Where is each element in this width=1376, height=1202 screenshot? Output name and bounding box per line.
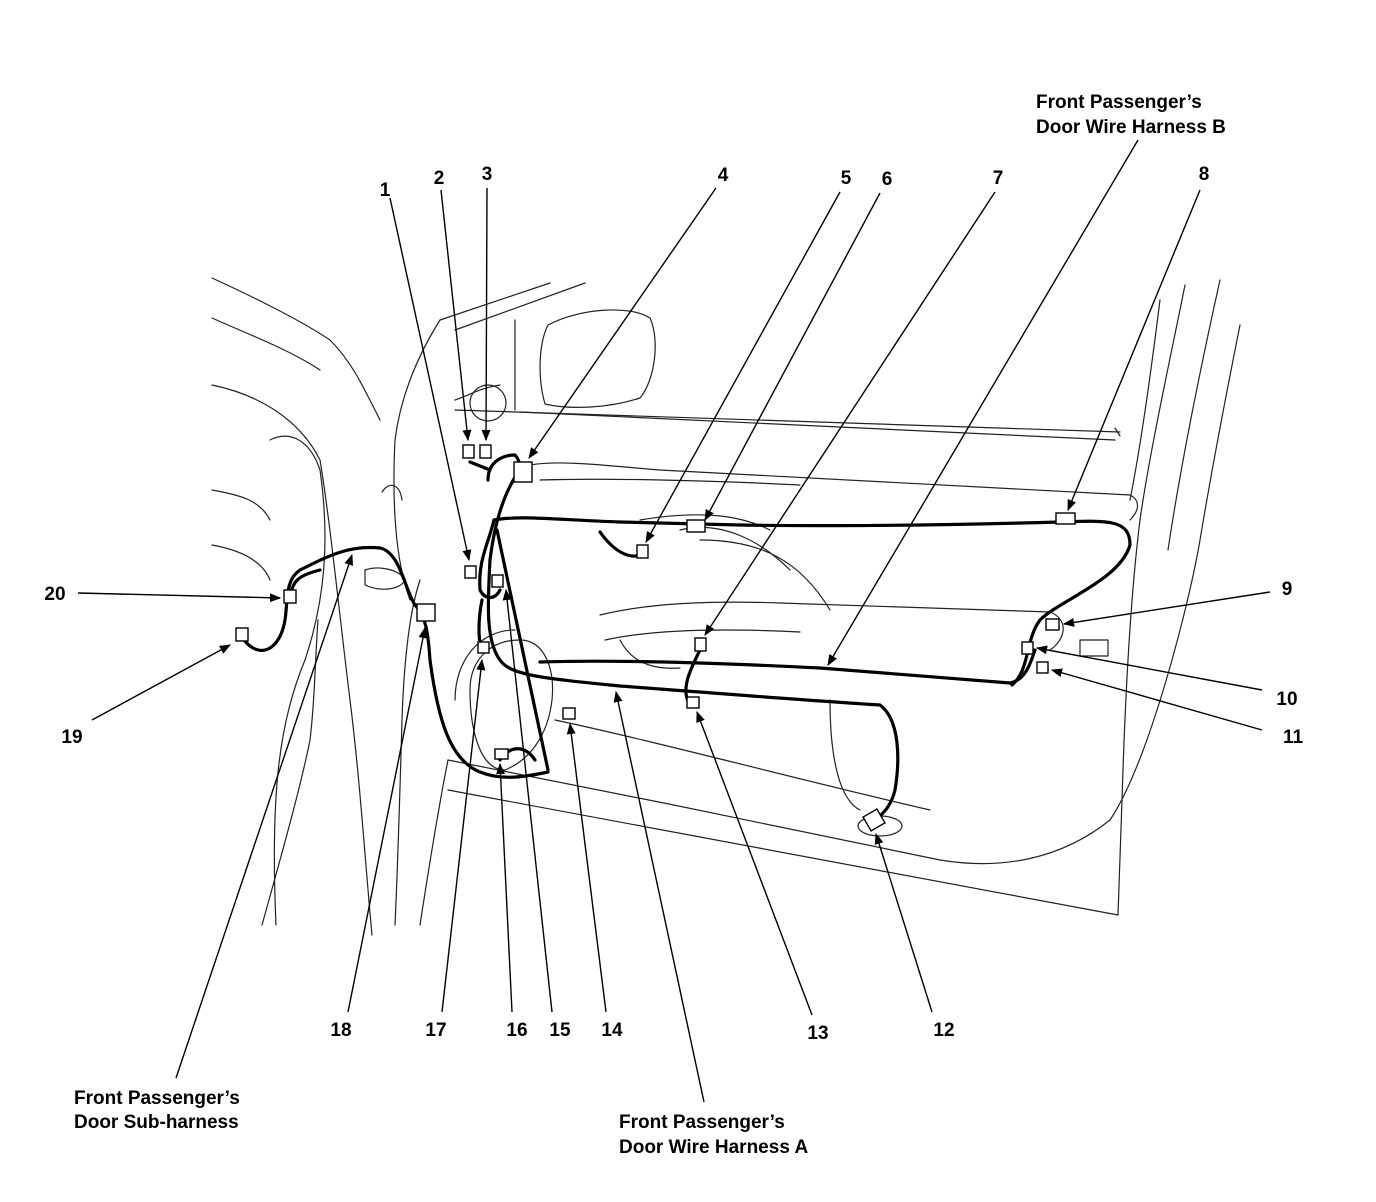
callout-17: 17 xyxy=(425,1020,446,1041)
connector-3 xyxy=(479,444,492,459)
callout-11: 11 xyxy=(1283,727,1304,748)
leader-20 xyxy=(77,592,282,603)
callout-6: 6 xyxy=(882,169,893,190)
leader-15 xyxy=(502,588,553,1013)
callout-9: 9 xyxy=(1282,579,1293,600)
leader-7 xyxy=(704,191,996,636)
connector-12 xyxy=(862,808,886,832)
callout-20: 20 xyxy=(44,584,65,605)
connector-4 xyxy=(513,461,533,483)
leader-4 xyxy=(528,187,717,459)
leader-12 xyxy=(874,832,933,1013)
leader-11 xyxy=(1050,668,1263,731)
sub-harness-label-line1: Front Passenger’s xyxy=(74,1088,240,1109)
harness-labels: Front Passenger’s Door Wire Harness B Fr… xyxy=(74,92,1226,1158)
connector-18 xyxy=(416,603,436,622)
connector-14 xyxy=(562,707,576,720)
callout-4: 4 xyxy=(718,165,729,186)
leader-6 xyxy=(704,192,881,521)
callout-18: 18 xyxy=(330,1020,351,1041)
callout-14: 14 xyxy=(601,1020,623,1041)
leader-2 xyxy=(440,189,472,442)
harness-a-label-line2: Door Wire Harness A xyxy=(619,1137,808,1158)
connector-17 xyxy=(477,641,490,654)
leader-9 xyxy=(1062,591,1271,627)
sub-harness-label-line2: Door Sub-harness xyxy=(74,1112,239,1133)
connectors xyxy=(235,444,1076,832)
connector-13 xyxy=(686,696,700,709)
connector-16 xyxy=(494,748,509,760)
leader-14 xyxy=(566,722,607,1013)
callout-8: 8 xyxy=(1199,164,1210,185)
leader-harness-b xyxy=(827,139,1139,666)
callout-15: 15 xyxy=(549,1020,571,1041)
leader-13 xyxy=(696,710,813,1016)
leader-harness-a xyxy=(613,690,705,1103)
leader-8 xyxy=(1067,189,1201,512)
harness-b-label-line1: Front Passenger’s xyxy=(1036,92,1202,113)
wire-harness-routes xyxy=(242,453,1132,822)
connector-1 xyxy=(464,565,477,579)
leader-19 xyxy=(91,644,231,721)
leader-1 xyxy=(389,197,472,562)
connector-20 xyxy=(283,589,297,604)
callout-19: 19 xyxy=(61,727,82,748)
leader-3 xyxy=(481,187,491,442)
callout-5: 5 xyxy=(841,168,852,189)
callout-16: 16 xyxy=(506,1020,527,1041)
callout-1: 1 xyxy=(380,180,391,201)
connector-11 xyxy=(1036,661,1049,674)
leader-sub-harness xyxy=(175,553,354,1079)
connector-19 xyxy=(235,627,249,642)
callout-7: 7 xyxy=(993,168,1004,189)
leader-18 xyxy=(347,626,428,1013)
connector-9 xyxy=(1045,618,1060,631)
leader-17 xyxy=(441,658,486,1013)
connector-5 xyxy=(636,544,649,559)
callout-3: 3 xyxy=(482,164,493,185)
connector-15 xyxy=(491,574,504,588)
callout-12: 12 xyxy=(933,1020,954,1041)
connector-2 xyxy=(462,444,475,459)
connector-7 xyxy=(694,637,707,652)
leader-5 xyxy=(645,191,841,543)
leader-16 xyxy=(496,762,513,1013)
harness-b-label-line2: Door Wire Harness B xyxy=(1036,117,1226,138)
callout-2: 2 xyxy=(434,168,445,189)
leader-lines xyxy=(77,139,1271,1103)
callout-10: 10 xyxy=(1276,689,1297,710)
leader-10 xyxy=(1035,645,1263,691)
harness-a-label-line1: Front Passenger’s xyxy=(619,1112,785,1133)
connector-10 xyxy=(1021,641,1034,655)
connector-6 xyxy=(686,519,706,533)
connector-8 xyxy=(1055,512,1076,525)
callout-13: 13 xyxy=(807,1023,828,1044)
callout-numbers: 1 2 3 4 5 6 7 8 9 10 11 12 13 14 15 16 1… xyxy=(44,164,1303,1044)
door-outline xyxy=(211,277,1241,936)
